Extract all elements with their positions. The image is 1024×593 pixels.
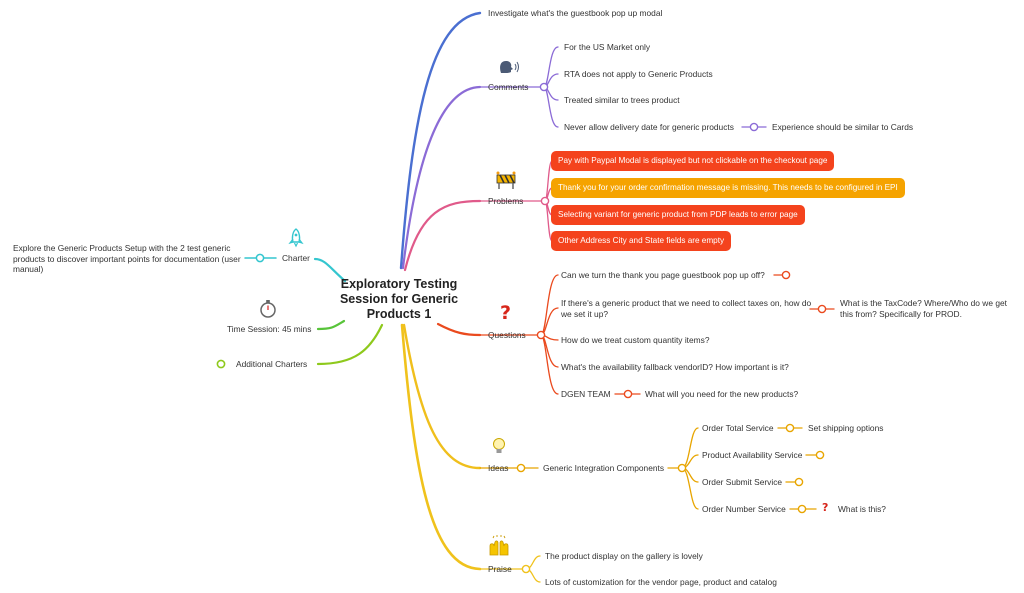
additional-charters-topic[interactable]: Additional Charters — [236, 359, 308, 369]
question-mark-icon: ? — [500, 302, 512, 324]
construction-barrier-icon — [496, 171, 516, 189]
branch-problems — [403, 199, 482, 272]
problems-topic[interactable]: Problems — [488, 196, 524, 206]
question-subitem-taxcode[interactable]: What is the TaxCode? Where/Who do we get… — [840, 298, 1007, 319]
comment-item[interactable]: For the US Market only — [564, 42, 651, 52]
central-topic[interactable]: Exploratory Testing Session for Generic … — [339, 277, 459, 321]
branch-ideas — [402, 323, 482, 470]
stopwatch-icon — [260, 300, 276, 318]
rocket-icon — [288, 228, 304, 248]
comment-item[interactable]: Treated similar to trees product — [564, 95, 680, 105]
problem-item[interactable]: Thank you for your order confirmation me… — [551, 178, 905, 198]
light-bulb-icon — [493, 438, 505, 453]
problem-item[interactable]: Other Address City and State fields are … — [551, 231, 732, 251]
service-subitem-shipping[interactable]: Set shipping options — [808, 423, 884, 433]
question-item[interactable]: DGEN TEAM — [561, 389, 611, 399]
comment-item[interactable]: RTA does not apply to Generic Products — [564, 69, 713, 79]
branch-additional — [316, 323, 384, 366]
service-item[interactable]: Order Submit Service — [702, 477, 783, 487]
service-item[interactable]: Product Availability Service — [702, 450, 803, 460]
praise-item[interactable]: Lots of customization for the vendor pag… — [545, 577, 777, 587]
question-mark-icon: ? — [822, 501, 829, 514]
branch-charter — [313, 257, 347, 283]
branch-comments — [401, 85, 482, 270]
branch-questions — [436, 322, 482, 337]
problem-item[interactable]: Selecting variant for generic product fr… — [551, 205, 805, 225]
question-subitem-dgen[interactable]: What will you need for the new products? — [645, 389, 799, 399]
comment-subitem[interactable]: Experience should be similar to Cards — [772, 122, 914, 132]
branch-investigate — [399, 11, 482, 270]
praise-topic[interactable]: Praise — [488, 564, 512, 574]
questions-topic[interactable]: Questions — [488, 330, 526, 340]
ideas-component[interactable]: Generic Integration Components — [543, 463, 665, 473]
branch-time — [316, 319, 346, 331]
comments-topic[interactable]: Comments — [488, 82, 529, 92]
investigate-topic[interactable]: Investigate what's the guestbook pop up … — [488, 8, 663, 18]
service-item[interactable]: Order Total Service — [702, 423, 774, 433]
comment-item[interactable]: Never allow delivery date for generic pr… — [564, 122, 734, 132]
ideas-topic[interactable]: Ideas — [488, 463, 509, 473]
service-item[interactable]: Order Number Service — [702, 504, 786, 514]
problem-item[interactable]: Pay with Paypal Modal is displayed but n… — [551, 151, 835, 171]
charter-note[interactable]: Explore the Generic Products Setup with … — [13, 243, 241, 274]
branch-praise — [400, 323, 482, 571]
speaking-head-icon — [500, 61, 519, 73]
service-subitem-what[interactable]: What is this? — [838, 504, 886, 514]
question-item[interactable]: If there's a generic product that we nee… — [561, 298, 812, 319]
question-item[interactable]: What's the availability fallback vendorI… — [561, 362, 789, 372]
question-item[interactable]: Can we turn the thank you page guestbook… — [561, 270, 765, 280]
charter-topic[interactable]: Charter — [282, 253, 310, 263]
praise-item[interactable]: The product display on the gallery is lo… — [545, 551, 703, 561]
raised-hands-icon — [489, 535, 509, 556]
time-session-topic[interactable]: Time Session: 45 mins — [227, 324, 312, 334]
question-item[interactable]: How do we treat custom quantity items? — [561, 335, 710, 345]
